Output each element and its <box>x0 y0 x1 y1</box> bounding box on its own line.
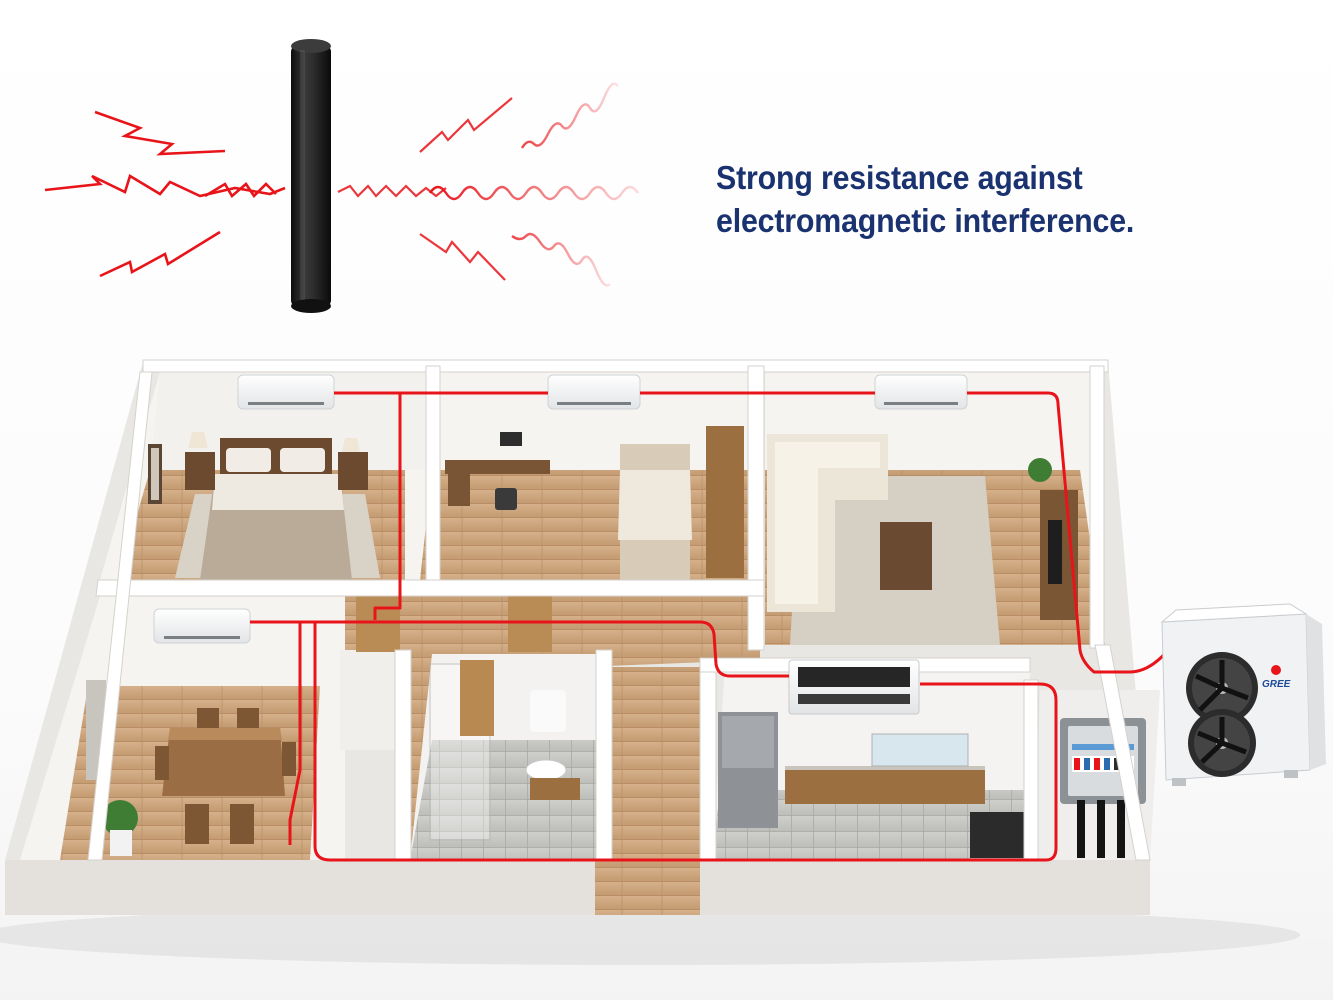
wall-ac-unit-icon <box>547 374 641 410</box>
outdoor-unit-brand: GREE <box>1262 679 1291 690</box>
interference-zigzag-icon <box>337 97 513 281</box>
wall-ac-unit-icon <box>237 374 335 410</box>
outdoor-condenser-icon <box>1160 603 1326 786</box>
cable-cross-section-icon <box>291 39 331 313</box>
headline-line-2: electromagnetic interference. <box>716 202 1135 239</box>
headline: Strong resistance against electromagneti… <box>716 156 1268 242</box>
house-structure <box>0 359 1300 965</box>
cable-routing <box>250 391 1172 862</box>
brand-logo-icon <box>1271 665 1281 675</box>
interference-illustration <box>44 39 639 313</box>
ducted-ac-unit-icon <box>788 659 920 715</box>
signal-wave-icon <box>429 82 639 287</box>
wall-ac-unit-icon <box>153 608 251 644</box>
headline-line-1: Strong resistance against <box>716 159 1083 196</box>
wall-ac-unit-icon <box>874 374 968 410</box>
interference-zigzag-icon <box>44 110 286 278</box>
